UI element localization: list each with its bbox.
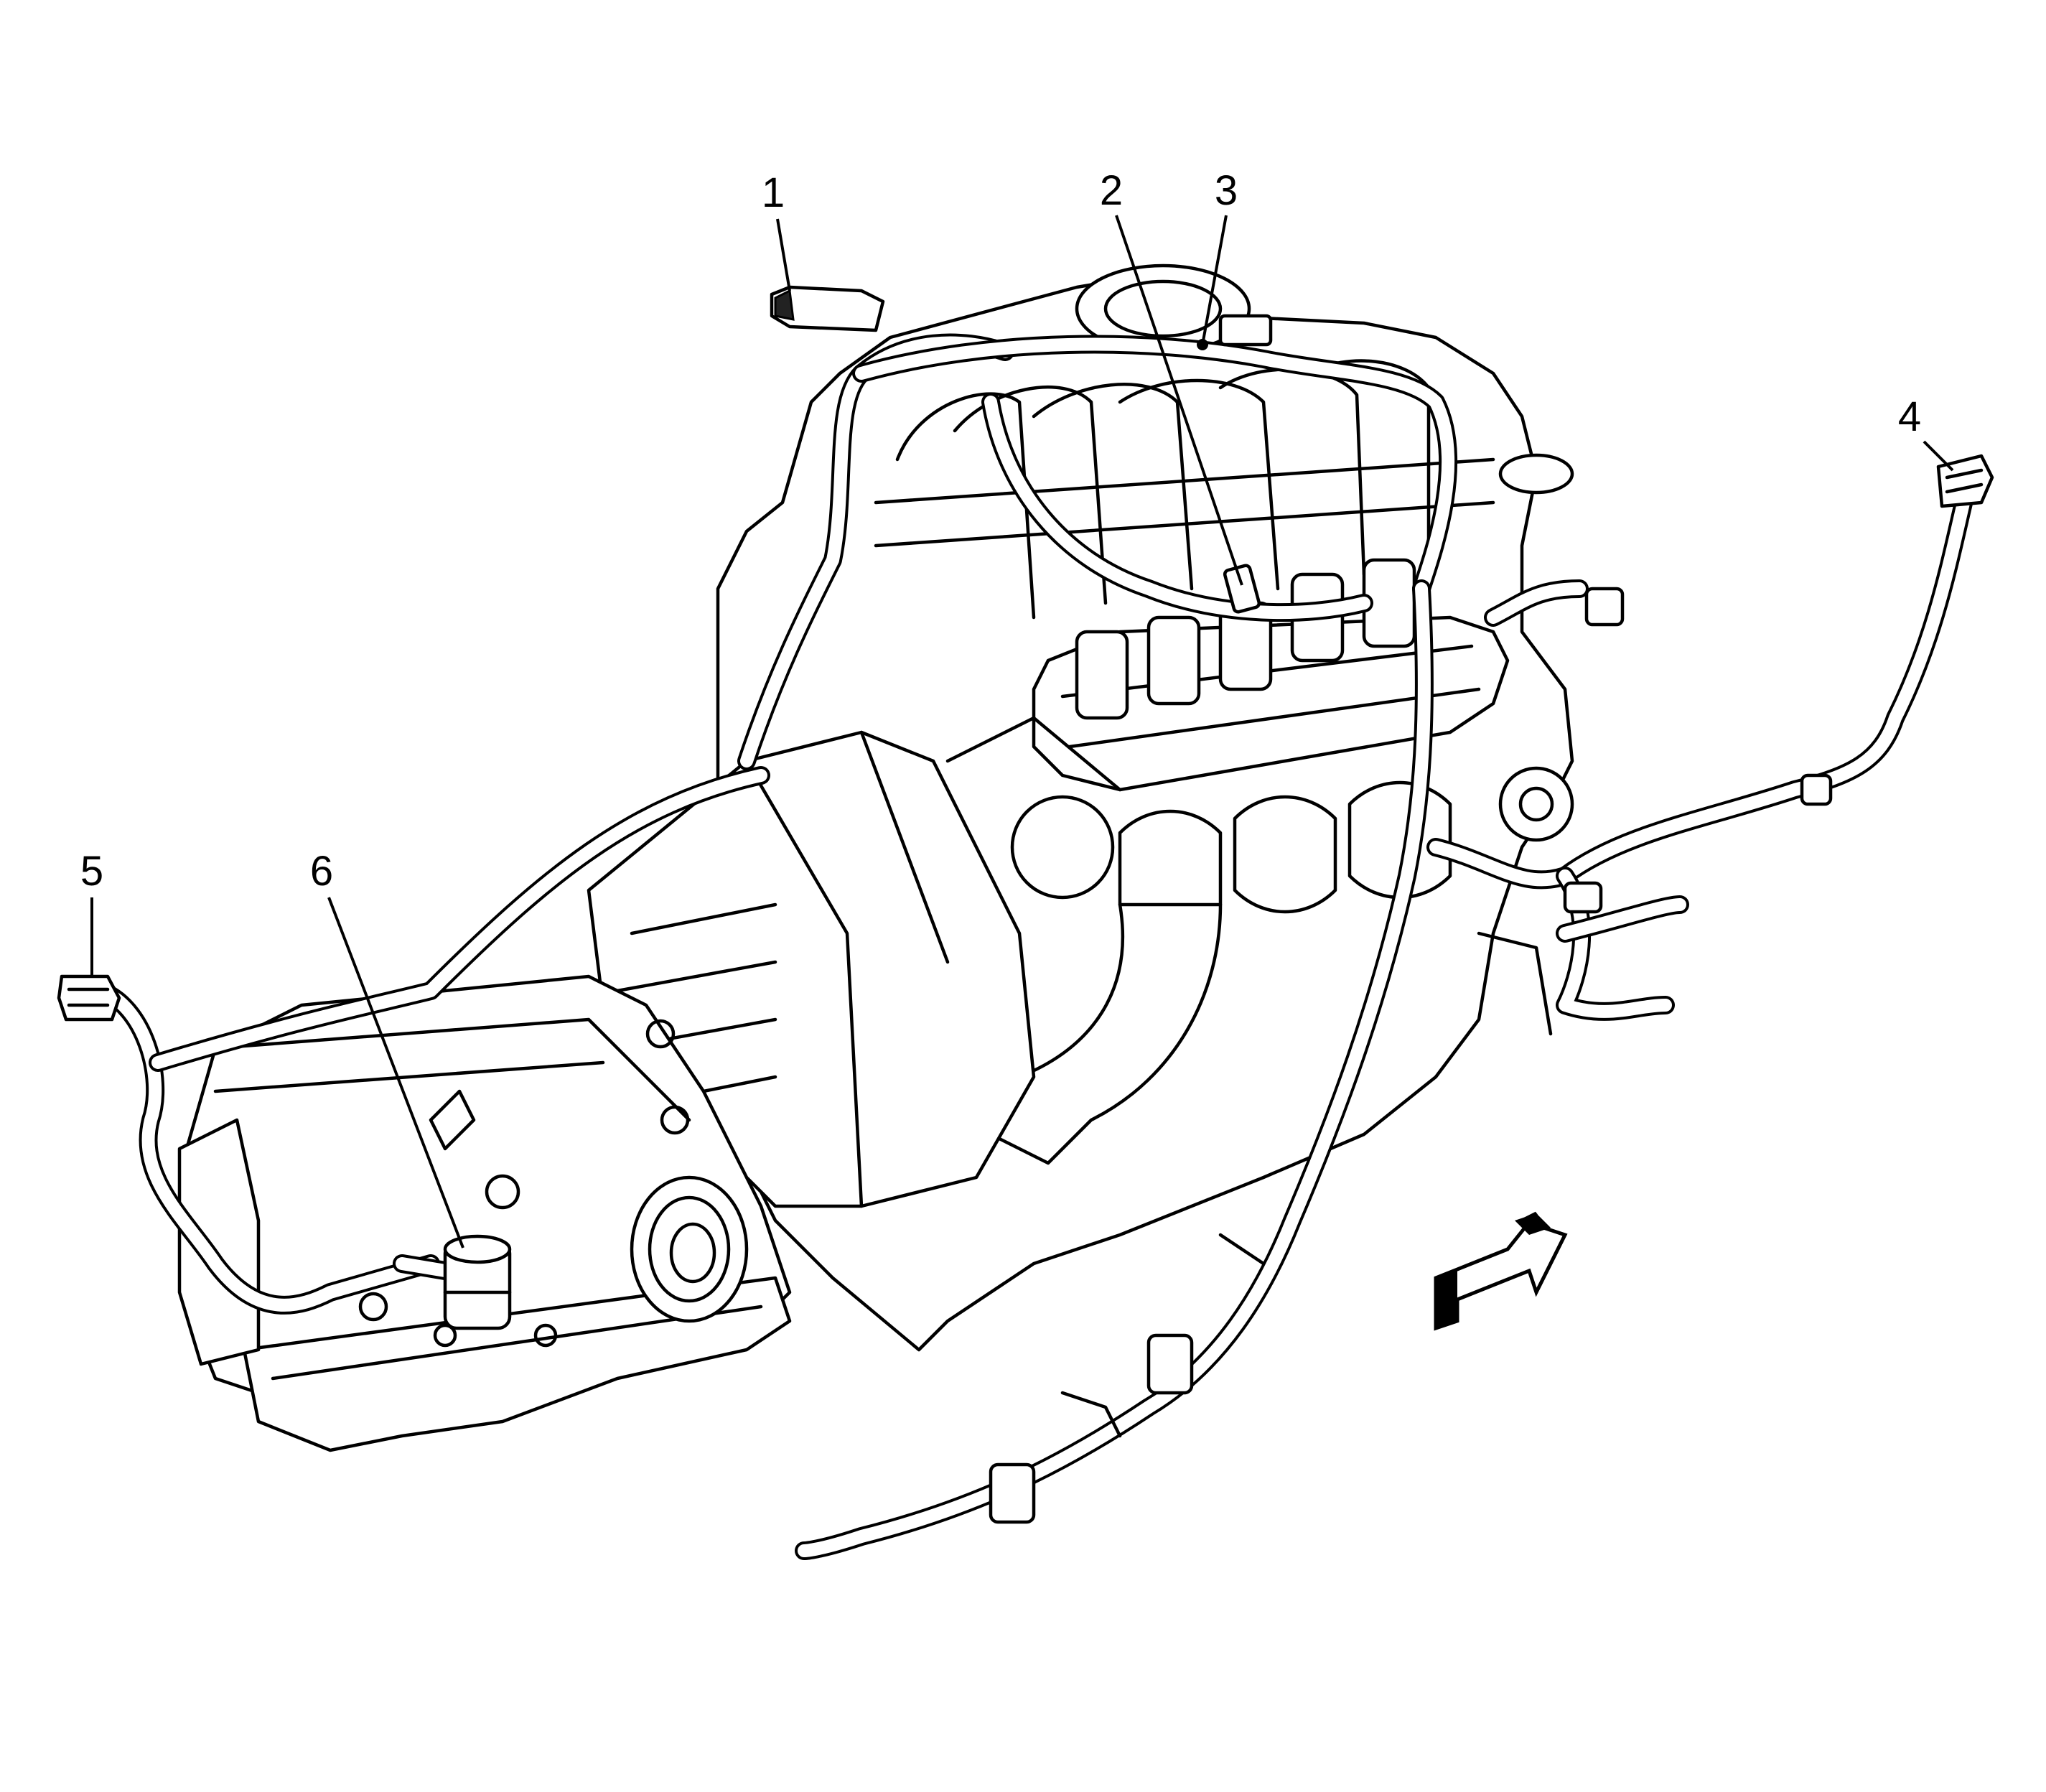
connector-5 xyxy=(59,976,119,1019)
callout-1: 1 xyxy=(762,169,790,291)
callout-6-label: 6 xyxy=(310,848,333,895)
callout-2: 2 xyxy=(1100,167,1242,585)
connector-1 xyxy=(772,287,883,330)
front-direction-arrow-icon xyxy=(1436,1213,1565,1328)
callout-6: 6 xyxy=(310,848,463,1248)
connector-6 xyxy=(445,1236,510,1328)
callout-3: 3 xyxy=(1197,167,1238,350)
wiring-harness xyxy=(101,343,1967,1551)
callout-1-label: 1 xyxy=(762,169,785,216)
callout-5: 5 xyxy=(80,848,103,978)
callout-2-label: 2 xyxy=(1100,167,1123,214)
callout-4: 4 xyxy=(1898,393,1953,470)
connector-3 xyxy=(1220,316,1271,345)
callout-4-label: 4 xyxy=(1898,393,1921,440)
transmission-assembly xyxy=(179,732,1034,1450)
callout-3-label: 3 xyxy=(1215,167,1238,214)
callout-5-label: 5 xyxy=(80,848,103,895)
